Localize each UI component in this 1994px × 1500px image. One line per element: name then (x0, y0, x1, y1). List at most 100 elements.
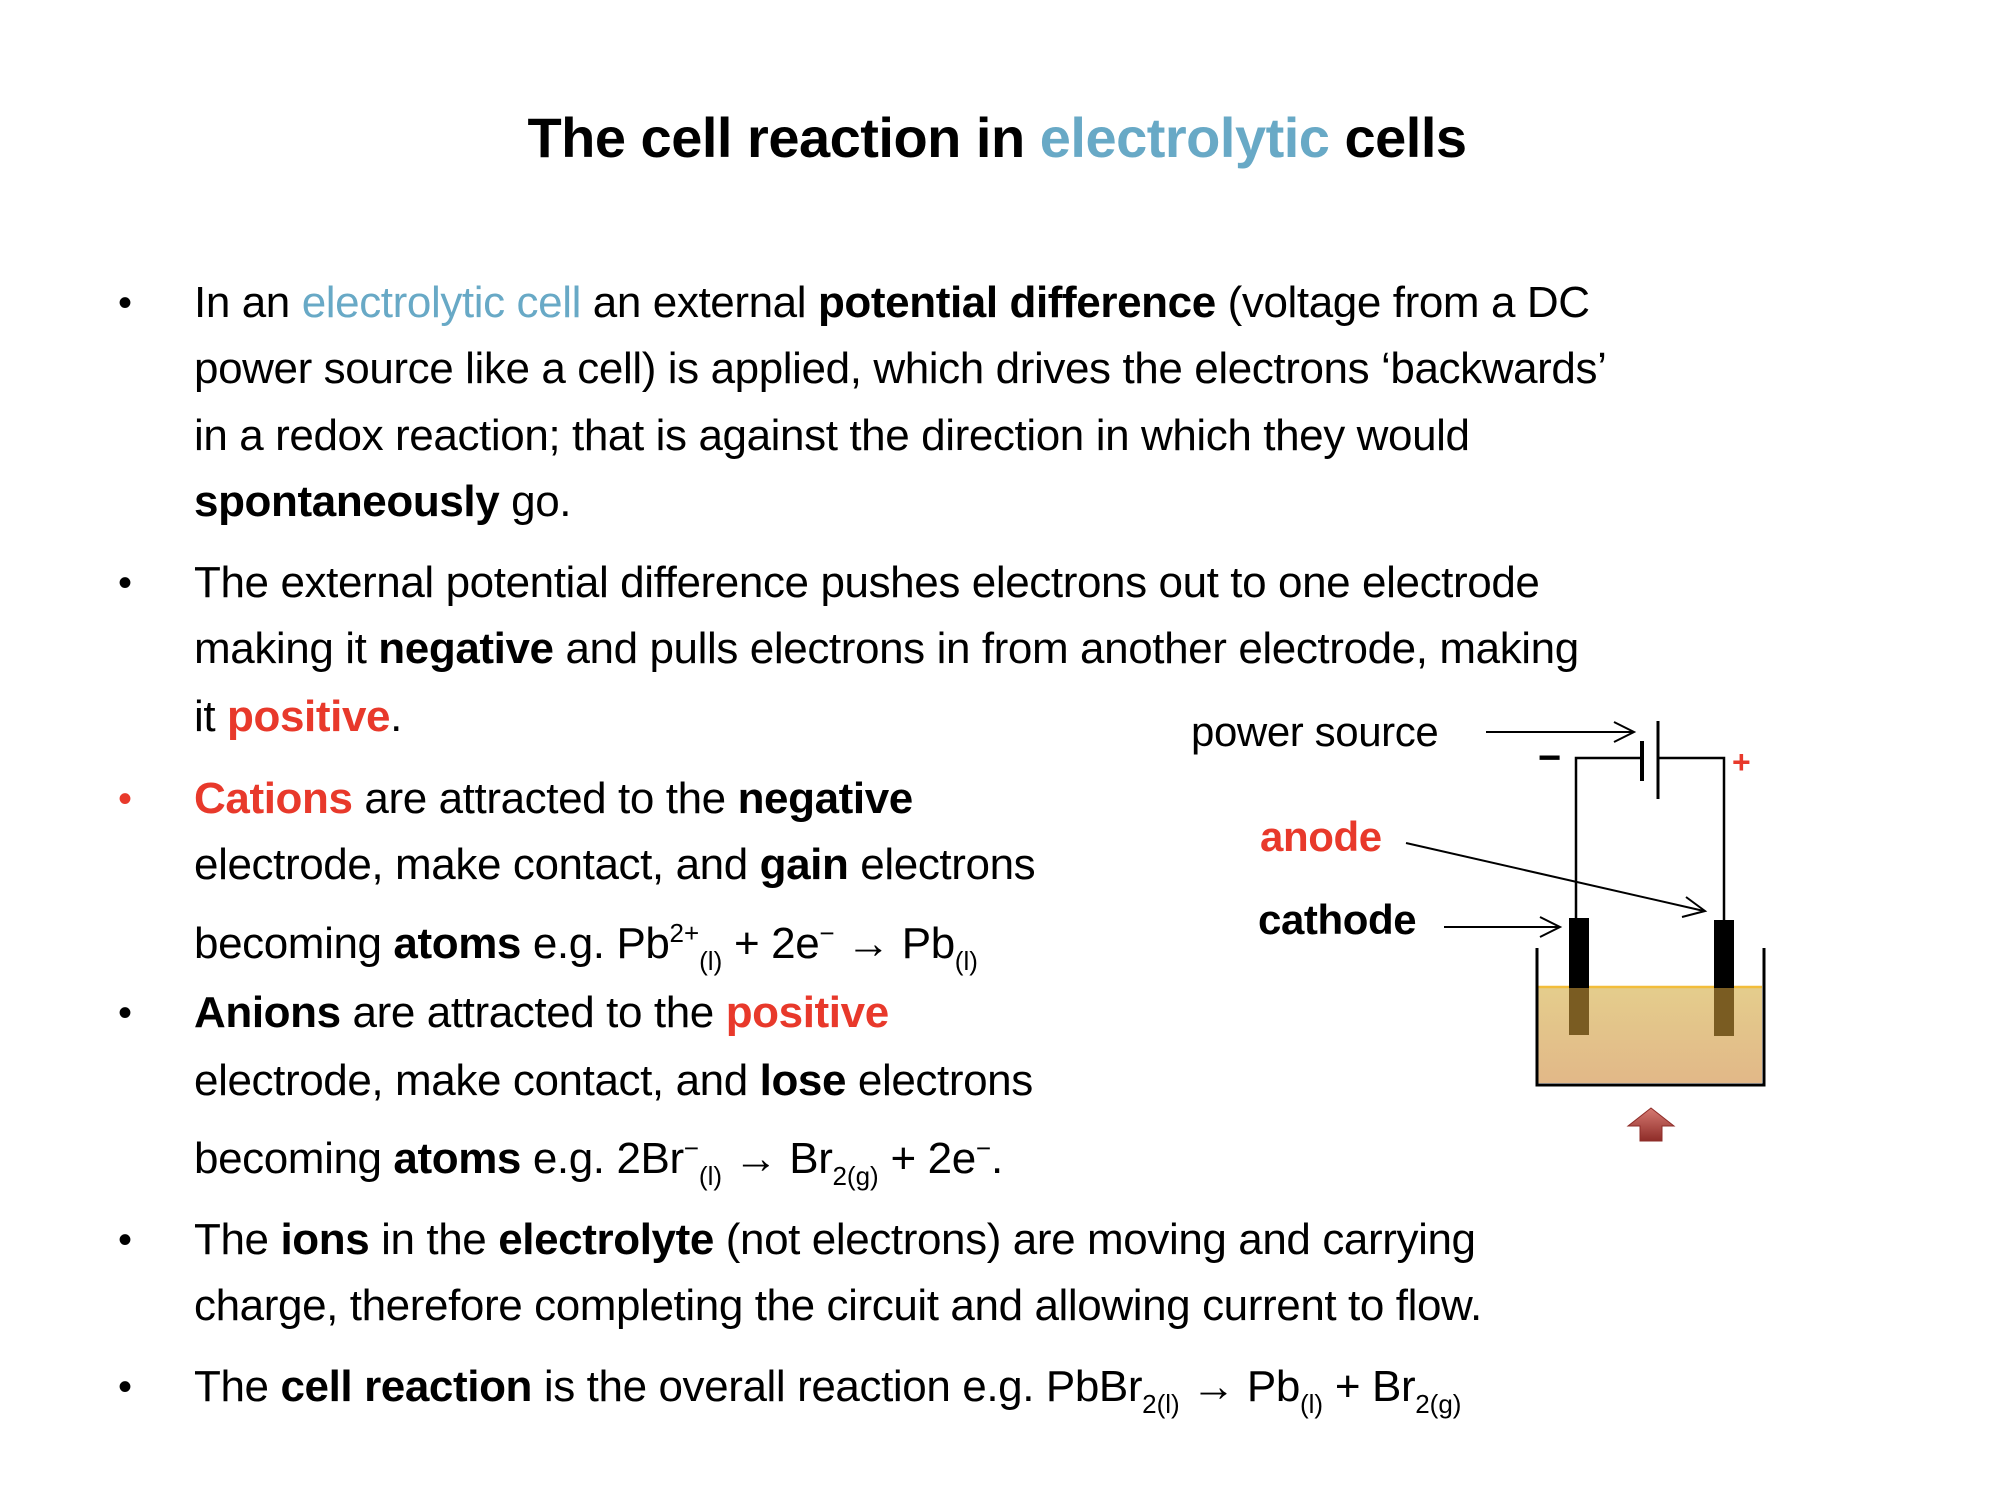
text-segment: (not electrons) are moving and carrying (713, 1215, 1476, 1264)
subscript: (l) (1299, 1389, 1324, 1419)
text-segment: in a redox reaction; that is against the… (194, 411, 1470, 460)
positive-terminal-sign: + (1732, 744, 1751, 780)
title-post: cells (1329, 106, 1468, 169)
bullet-text-line: in a redox reaction; that is against the… (194, 409, 1470, 463)
text-segment: potential difference (817, 278, 1216, 327)
bullet-text-line: it positive. (194, 690, 402, 744)
text-segment: becoming (194, 1134, 394, 1183)
anode-label: anode (1260, 813, 1382, 860)
text-segment: Cations (194, 774, 353, 823)
bullet-marker: • (118, 1218, 133, 1262)
bullet-text-line: The cell reaction is the overall reactio… (194, 1360, 1461, 1419)
bullet-text-line: power source like a cell) is applied, wh… (194, 342, 1607, 396)
bullet-text-line: charge, therefore completing the circuit… (194, 1279, 1482, 1333)
text-segment: go. (499, 477, 572, 526)
text-segment: e.g. Pb (521, 919, 670, 968)
superscript: 2+ (669, 918, 700, 948)
text-segment: negative (737, 774, 914, 823)
bullet-text-line: becoming atoms e.g. 2Br−(l) → Br2(g) + 2… (194, 1121, 1003, 1191)
bullet-text-line: Cations are attracted to the negative (194, 772, 913, 826)
subscript: (l) (699, 946, 723, 976)
bullet-text-line: In an electrolytic cell an external pote… (194, 276, 1590, 330)
text-segment: atoms (393, 919, 522, 968)
bullet-text-line: Anions are attracted to the positive (194, 986, 889, 1040)
bullet-text-line: The external potential difference pushes… (194, 556, 1540, 610)
text-segment: positive (725, 988, 889, 1037)
bullet-marker: • (118, 777, 133, 821)
text-segment: The external potential difference pushes… (194, 558, 1540, 607)
text-segment: becoming (194, 919, 394, 968)
anode-pointer-arrow (1405, 842, 1708, 918)
bullet-marker: • (118, 561, 133, 605)
subscript: 2(g) (832, 1161, 879, 1191)
bullet-text-line: making it negative and pulls electrons i… (194, 622, 1579, 676)
bullet-text-line: The ions in the electrolyte (not electro… (194, 1213, 1476, 1267)
text-segment: → Br (722, 1134, 833, 1183)
text-segment: and pulls electrons in from another elec… (553, 624, 1579, 673)
text-segment: gain (759, 840, 849, 889)
text-segment: in the (369, 1215, 499, 1264)
subscript: (l) (698, 1161, 723, 1191)
cathode-pointer-arrow (1444, 916, 1563, 938)
text-segment: ions (280, 1215, 370, 1264)
title-pre: The cell reaction in (527, 106, 1040, 169)
text-segment: → Pb (834, 919, 955, 968)
text-segment: electrons (846, 1056, 1033, 1105)
bullet-text-line: becoming atoms e.g. Pb2+(l) + 2e− → Pb(l… (194, 906, 978, 976)
beaker (1535, 948, 1766, 1087)
battery-symbol (1640, 721, 1660, 799)
slide-title: The cell reaction in electrolytic cells (0, 100, 1994, 176)
text-segment: e.g. 2Br (521, 1134, 684, 1183)
text-segment: Anions (194, 988, 341, 1037)
text-segment: In an (194, 278, 302, 327)
superscript: − (819, 918, 835, 948)
text-segment: charge, therefore completing the circuit… (194, 1281, 1482, 1330)
text-segment: is the overall reaction e.g. PbBr (532, 1362, 1143, 1411)
subscript: (l) (954, 946, 978, 976)
text-segment: an external (580, 278, 818, 327)
text-segment: electrons (848, 840, 1036, 889)
bullet-text-line: spontaneously go. (194, 475, 571, 529)
subscript: 2(g) (1415, 1389, 1462, 1419)
text-segment: making it (194, 624, 379, 673)
superscript: − (975, 1133, 991, 1163)
bullet-text-line: electrode, make contact, and gain electr… (194, 838, 1036, 892)
text-segment: The (194, 1215, 281, 1264)
text-segment: (voltage from a DC (1215, 278, 1590, 327)
circuit-wires (1574, 756, 1726, 920)
text-segment: it (194, 692, 228, 741)
subscript: 2(l) (1142, 1389, 1180, 1419)
text-segment: are attracted to the (340, 988, 726, 1037)
text-segment: + 2e (878, 1134, 977, 1183)
bullet-marker: • (118, 281, 133, 325)
superscript: − (683, 1133, 699, 1163)
anode-electrode (1714, 920, 1734, 988)
text-segment: are attracted to the (352, 774, 738, 823)
power-source-pointer-arrow (1486, 721, 1637, 743)
text-segment: spontaneously (194, 477, 500, 526)
text-segment: + Br (1323, 1362, 1416, 1411)
bullet-marker: • (118, 991, 133, 1035)
text-segment: . (991, 1134, 1003, 1183)
bullet-text-line: electrode, make contact, and lose electr… (194, 1054, 1033, 1108)
power-source-label: power source (1191, 708, 1439, 755)
text-segment: cell reaction (280, 1362, 533, 1411)
text-segment: → Pb (1179, 1362, 1300, 1411)
text-segment: positive (227, 692, 391, 741)
text-segment: electrode, make contact, and (194, 840, 760, 889)
text-segment: electrolytic cell (301, 278, 582, 327)
heat-arrow-icon (1626, 1107, 1676, 1142)
bullet-marker: • (118, 1365, 133, 1409)
text-segment: . (390, 692, 402, 741)
text-segment: electrode, make contact, and (194, 1056, 760, 1105)
text-segment: atoms (393, 1134, 522, 1183)
text-segment: negative (378, 624, 554, 673)
cathode-label: cathode (1258, 896, 1417, 943)
text-segment: power source like a cell) is applied, wh… (194, 344, 1607, 393)
text-segment: lose (759, 1056, 847, 1105)
title-highlight: electrolytic (1039, 106, 1330, 169)
text-segment: + 2e (722, 919, 820, 968)
text-segment: The (194, 1362, 281, 1411)
cathode-electrode (1569, 918, 1589, 988)
